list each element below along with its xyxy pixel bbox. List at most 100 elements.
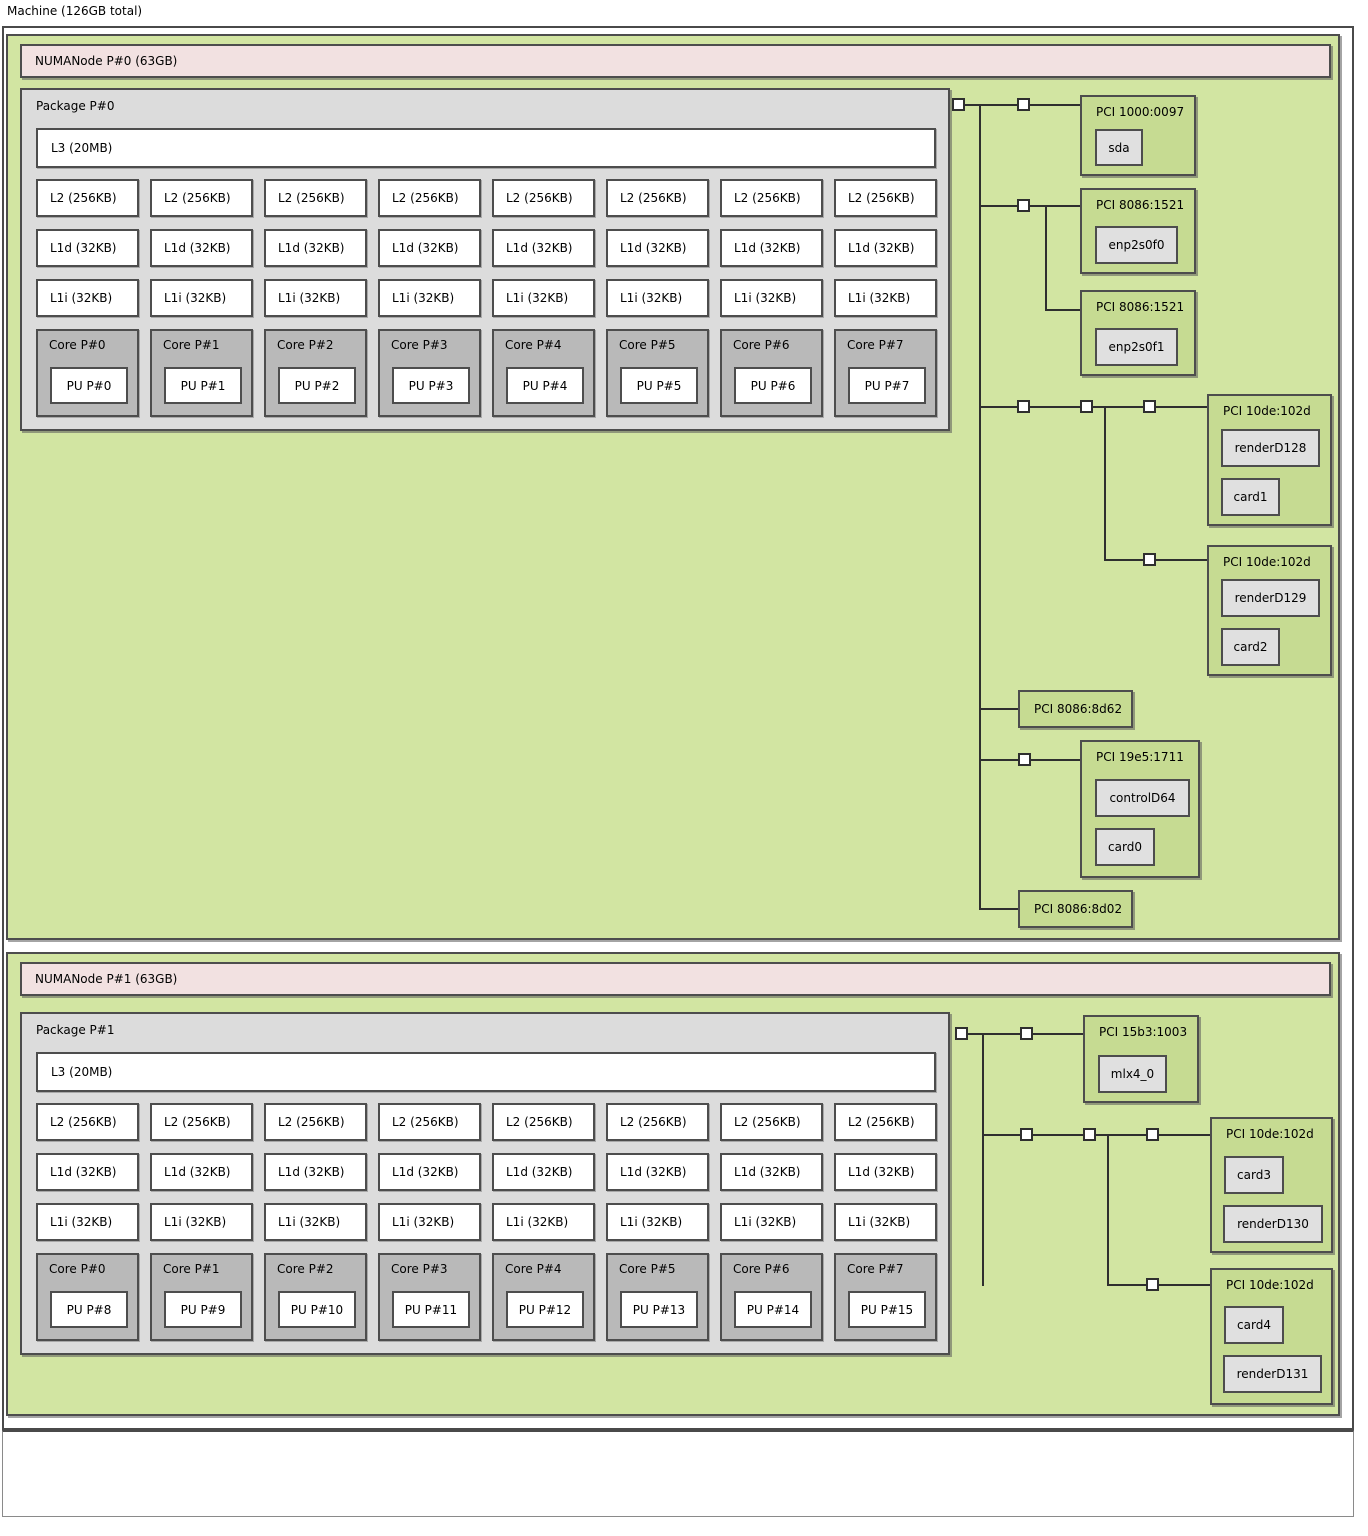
pci-box-19e5: PCI 19e5:1711 controlD64 card0 [1080,740,1200,878]
numa-node-0: NUMANode P#0 (63GB) Package P#0 L3 (20MB… [6,34,1340,940]
pci-box-8d62: PCI 8086:8d62 [1018,690,1133,728]
pci-device-renderD129: renderD129 [1221,579,1320,617]
pci-bridge-square [1080,400,1093,413]
pci-box-enp2s0f0: PCI 8086:1521 enp2s0f0 [1080,188,1196,274]
pci-bridge-square [1018,753,1031,766]
l2-cache: L2 (256KB) [264,1103,367,1141]
l2-cache: L2 (256KB) [834,1103,937,1141]
tree-line [1104,559,1208,561]
pu-box: PU P#10 [278,1291,356,1328]
l1d-cache: L1d (32KB) [150,229,253,267]
core-label: Core P#5 [619,1262,676,1276]
package-0-l1d-row: L1d (32KB) L1d (32KB) L1d (32KB) L1d (32KB)… [36,229,937,267]
pci-bridge-square [1020,1128,1033,1141]
package-1-label: Package P#1 [36,1023,115,1037]
pci-device-renderD131: renderD131 [1223,1355,1322,1393]
tree-line [979,104,981,910]
l1i-cache: L1i (32KB) [264,279,367,317]
pci-device-renderD130: renderD130 [1223,1205,1323,1243]
pci-bridge-square [1146,1278,1159,1291]
l1d-cache: L1d (32KB) [150,1153,253,1191]
pci-label: PCI 1000:0097 [1096,105,1185,119]
l1i-cache: L1i (32KB) [720,1203,823,1241]
l1i-cache: L1i (32KB) [720,279,823,317]
l2-cache: L2 (256KB) [720,179,823,217]
l1d-cache: L1d (32KB) [606,229,709,267]
core-label: Core P#3 [391,338,448,352]
l1i-cache: L1i (32KB) [150,279,253,317]
l1i-cache: L1i (32KB) [36,279,139,317]
tree-line [1045,309,1081,311]
pci-bridge-square [1146,1128,1159,1141]
package-0-label: Package P#0 [36,99,115,113]
l1d-cache: L1d (32KB) [378,229,481,267]
l2-cache: L2 (256KB) [720,1103,823,1141]
l2-cache: L2 (256KB) [492,1103,595,1141]
pci-box-gpu4: PCI 10de:102d card4 renderD131 [1210,1268,1333,1405]
l1d-cache: L1d (32KB) [606,1153,709,1191]
pci-device-card0: card0 [1095,828,1155,866]
core-label: Core P#6 [733,1262,790,1276]
pci-bridge-square [955,1027,968,1040]
machine-label: Machine (126GB total) [7,4,143,18]
l1i-cache: L1i (32KB) [492,1203,595,1241]
pci-label: PCI 10de:102d [1226,1278,1314,1292]
l1d-cache: L1d (32KB) [264,229,367,267]
l3-cache-label: L3 (20MB) [51,1065,113,1079]
l1d-cache: L1d (32KB) [378,1153,481,1191]
pu-box: PU P#4 [506,367,584,404]
pci-bridge-square [1020,1027,1033,1040]
l2-cache: L2 (256KB) [834,179,937,217]
core-label: Core P#5 [619,338,676,352]
l1d-cache: L1d (32KB) [834,1153,937,1191]
core-label: Core P#6 [733,338,790,352]
pci-device-card1: card1 [1221,478,1280,516]
pu-box: PU P#12 [506,1291,584,1328]
pci-bridge-square [952,98,965,111]
core-box: Core P#2 PU P#10 [264,1253,367,1341]
pci-box-sda: PCI 1000:0097 sda [1080,95,1196,176]
tree-line [1107,1134,1109,1286]
l1d-cache: L1d (32KB) [720,229,823,267]
package-1: Package P#1 L3 (20MB) L2 (256KB)L2 (256K… [20,1012,950,1355]
l2-cache: L2 (256KB) [150,179,253,217]
l1i-cache: L1i (32KB) [834,1203,937,1241]
numa-node-0-memory: NUMANode P#0 (63GB) [20,44,1331,78]
core-label: Core P#1 [163,338,220,352]
l2-cache: L2 (256KB) [378,179,481,217]
pci-device-card4: card4 [1224,1306,1284,1344]
pci-label: PCI 8086:8d02 [1034,902,1123,916]
l1d-cache: L1d (32KB) [834,229,937,267]
package-1-l1d-row: L1d (32KB) L1d (32KB) L1d (32KB) L1d (32KB)… [36,1153,937,1191]
package-1-l3-cache: L3 (20MB) [36,1052,936,1092]
l1i-cache: L1i (32KB) [36,1203,139,1241]
core-label: Core P#2 [277,1262,334,1276]
l2-cache: L2 (256KB) [606,179,709,217]
package-1-l1i-row: L1i (32KB) L1i (32KB) L1i (32KB) L1i (32KB)… [36,1203,937,1241]
core-label: Core P#3 [391,1262,448,1276]
pci-box-mlx: PCI 15b3:1003 mlx4_0 [1083,1015,1199,1103]
l1d-cache: L1d (32KB) [492,1153,595,1191]
l1i-cache: L1i (32KB) [264,1203,367,1241]
core-box: Core P#5 PU P#5 [606,329,709,417]
pci-box-gpu3: PCI 10de:102d card3 renderD130 [1210,1117,1333,1253]
pci-box-enp2s0f1: PCI 8086:1521 enp2s0f1 [1080,290,1196,376]
pu-box: PU P#5 [620,367,698,404]
l1d-cache: L1d (32KB) [264,1153,367,1191]
l1d-cache: L1d (32KB) [492,229,595,267]
l2-cache: L2 (256KB) [264,179,367,217]
core-label: Core P#0 [49,1262,106,1276]
package-0-l3-cache: L3 (20MB) [36,128,936,168]
package-1-l2-row: L2 (256KB) L2 (256KB) L2 (256KB) L2 (256KB)… [36,1103,937,1141]
core-label: Core P#0 [49,338,106,352]
l1d-cache: L1d (32KB) [36,229,139,267]
